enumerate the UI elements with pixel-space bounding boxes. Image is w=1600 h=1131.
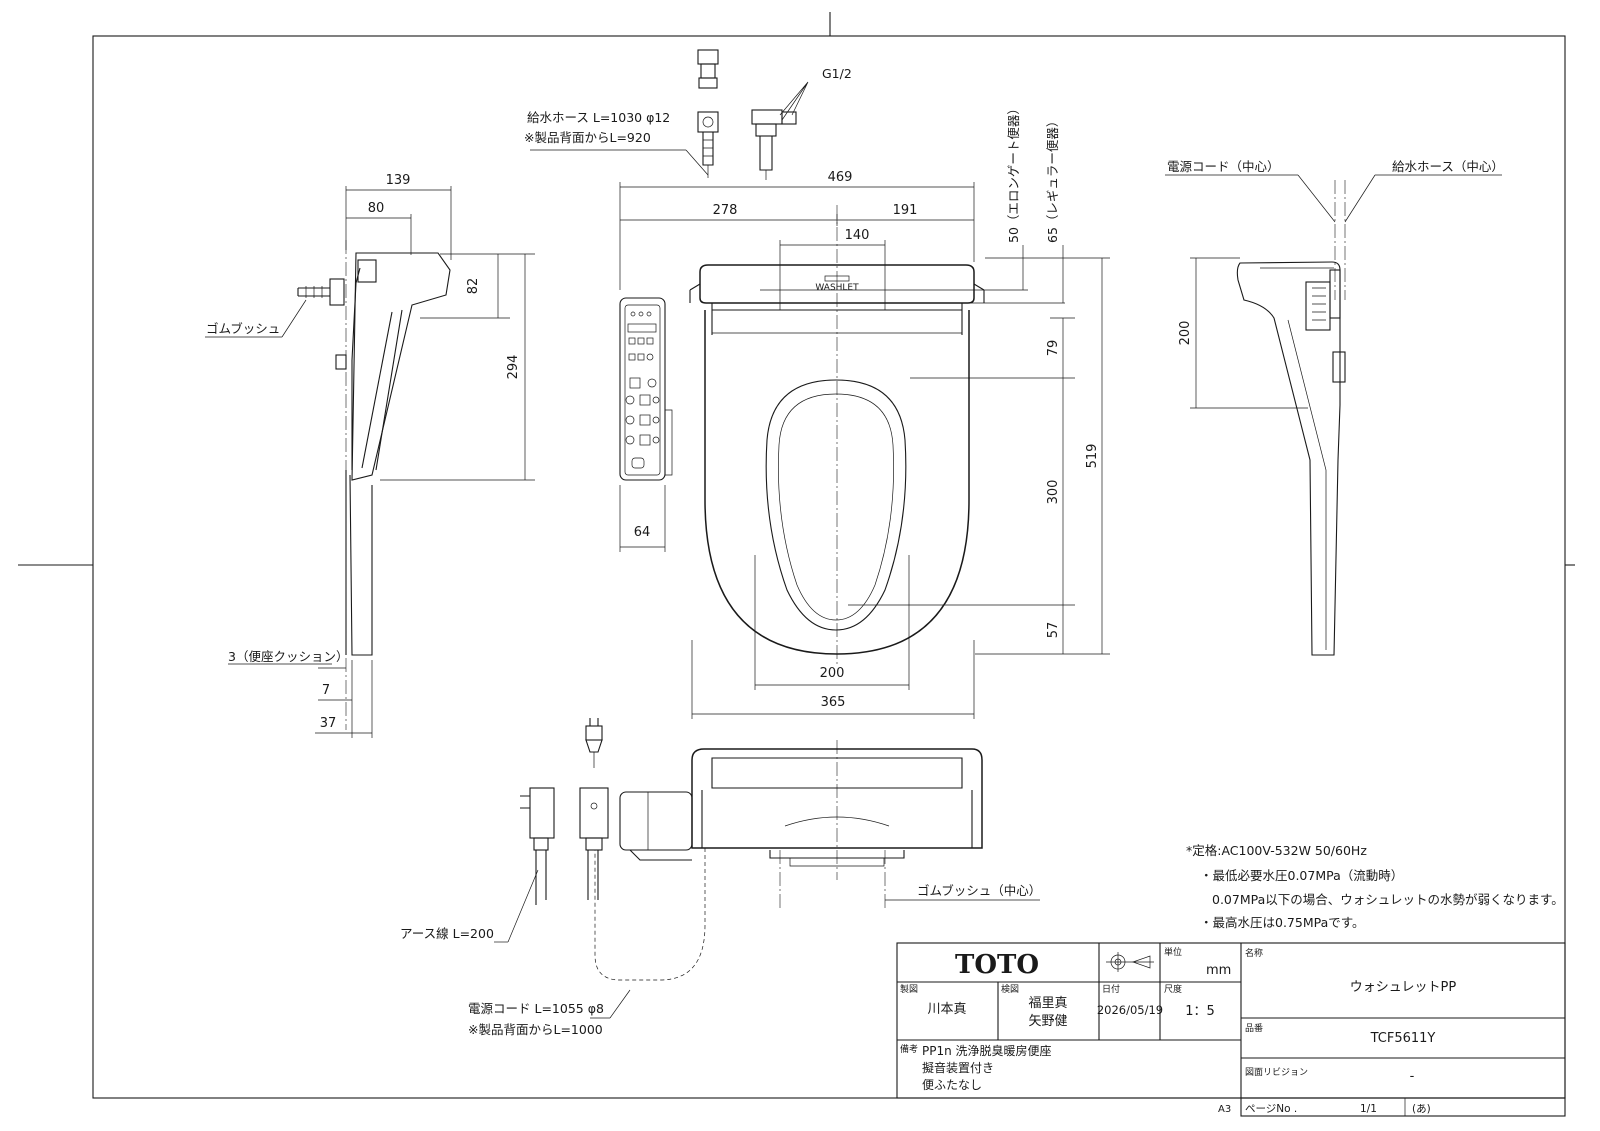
top-dimensions: 469 278 191 140 64 200 365 50（エロンゲート便器） … — [619, 102, 1110, 719]
toto-logo: TOTO — [955, 950, 1039, 980]
date-value: 2026/05/19 — [1097, 1003, 1163, 1017]
dim-191: 191 — [893, 203, 918, 218]
right-dimensions: 200 電源コード（中心） 給水ホース（中心） — [1165, 159, 1504, 409]
dim-365: 365 — [821, 695, 846, 710]
front-view: ゴムブッシュ（中心） — [594, 740, 1041, 981]
power-plugs: アース線 L=200 電源コード L=1055 φ8 ※製品背面からL=1000 — [400, 718, 631, 1037]
note-min-pressure: ・最低必要水圧0.07MPa（流動時） — [1200, 868, 1403, 883]
dim-37: 37 — [320, 716, 337, 731]
label-power-cord-2: ※製品背面からL=1000 — [468, 1022, 603, 1037]
remarks-line-1: PP1n 洗浄脱臭暖房便座 — [922, 1043, 1052, 1058]
page-value: 1/1 — [1360, 1103, 1377, 1115]
remote-controller — [619, 297, 673, 481]
projection-symbol-icon — [1106, 952, 1154, 972]
remarks-line-3: 便ふたなし — [922, 1078, 982, 1092]
paper-size: A3 — [1218, 1104, 1231, 1115]
note-low-pressure: 0.07MPa以下の場合、ウォシュレットの水勢が弱くなります。 — [1212, 892, 1564, 907]
unit-value: mm — [1206, 963, 1231, 978]
scale-label: 尺度 — [1164, 983, 1182, 995]
dim-200-top: 200 — [820, 666, 845, 681]
dim-519: 519 — [1085, 444, 1100, 469]
right-side-view — [1236, 180, 1346, 656]
label-rubber-bush-center: ゴムブッシュ（中心） — [917, 883, 1041, 898]
drafter-label: 製図 — [900, 983, 918, 995]
unit-label: 単位 — [1164, 946, 1182, 958]
checker-value-1: 福里真 — [1028, 996, 1067, 1011]
page-row: A3 ページNo . 1/1 (あ) — [1218, 1097, 1566, 1117]
date-label: 日付 — [1102, 984, 1120, 995]
dim-57: 57 — [1046, 622, 1061, 639]
model-number: TCF5611Y — [1370, 1031, 1436, 1046]
revision-label: 図面リビジョン — [1245, 1067, 1308, 1078]
dim-64: 64 — [634, 525, 651, 540]
dim-294: 294 — [506, 355, 521, 380]
note-max-pressure: ・最高水圧は0.75MPaです。 — [1200, 915, 1365, 930]
dim-65-regular: 65（レギュラー便器） — [1045, 115, 1060, 243]
dim-79: 79 — [1046, 340, 1061, 357]
checker-value-2: 矢野健 — [1028, 1014, 1067, 1029]
checker-label: 検図 — [1001, 983, 1019, 995]
label-g12: G1/2 — [822, 66, 852, 81]
title-block: TOTO 単位 mm 製図 川本真 検図 福里真 矢野健 日付 2026/05/… — [896, 942, 1566, 1099]
page-label: ページNo . — [1245, 1103, 1297, 1115]
model-label: 品番 — [1245, 1022, 1263, 1034]
label-supply-hose-2: ※製品背面からL=920 — [524, 130, 651, 145]
dim-80: 80 — [368, 201, 385, 216]
product-name: ウォシュレットPP — [1350, 980, 1457, 995]
label-power-cord-center: 電源コード（中心） — [1167, 159, 1280, 174]
dim-50-elongated: 50（エロンゲート便器） — [1006, 102, 1021, 243]
dim-278: 278 — [713, 203, 738, 218]
dim-82: 82 — [466, 278, 481, 295]
left-side-view — [297, 240, 451, 730]
dim-469: 469 — [828, 170, 853, 185]
scale-value: 1：5 — [1185, 1004, 1215, 1019]
remarks-label: 備考 — [900, 1043, 918, 1055]
label-supply-hose-center: 給水ホース（中心） — [1392, 159, 1504, 174]
dim-139: 139 — [386, 173, 411, 188]
dim-200-right: 200 — [1178, 321, 1193, 346]
label-power-cord-1: 電源コード L=1055 φ8 — [468, 1001, 604, 1016]
page-mark: (あ) — [1412, 1103, 1431, 1115]
drawing-border — [92, 35, 1566, 1099]
drafter-value: 川本真 — [927, 1002, 966, 1017]
name-label: 名称 — [1245, 947, 1263, 959]
dim-300: 300 — [1046, 480, 1061, 505]
spec-notes: *定格:AC100V-532W 50/60Hz ・最低必要水圧0.07MPa（流… — [1186, 843, 1564, 930]
label-rubber-bush: ゴムブッシュ — [206, 321, 280, 336]
revision-value: - — [1410, 1069, 1415, 1084]
label-seat-cushion: 3（便座クッション） — [228, 649, 348, 664]
dim-7: 7 — [322, 683, 330, 698]
label-earth-wire: アース線 L=200 — [400, 926, 494, 941]
label-supply-hose-1: 給水ホース L=1030 φ12 — [527, 110, 670, 125]
left-dimensions: 139 80 82 294 3（便座クッション） 7 37 ゴムブッシュ — [205, 173, 535, 738]
dim-140: 140 — [845, 228, 870, 243]
supply-fittings: G1/2 給水ホース L=1030 φ12 ※製品背面からL=920 — [524, 49, 852, 180]
note-rating: *定格:AC100V-532W 50/60Hz — [1186, 843, 1367, 858]
remarks-line-2: 擬音装置付き — [922, 1060, 994, 1075]
